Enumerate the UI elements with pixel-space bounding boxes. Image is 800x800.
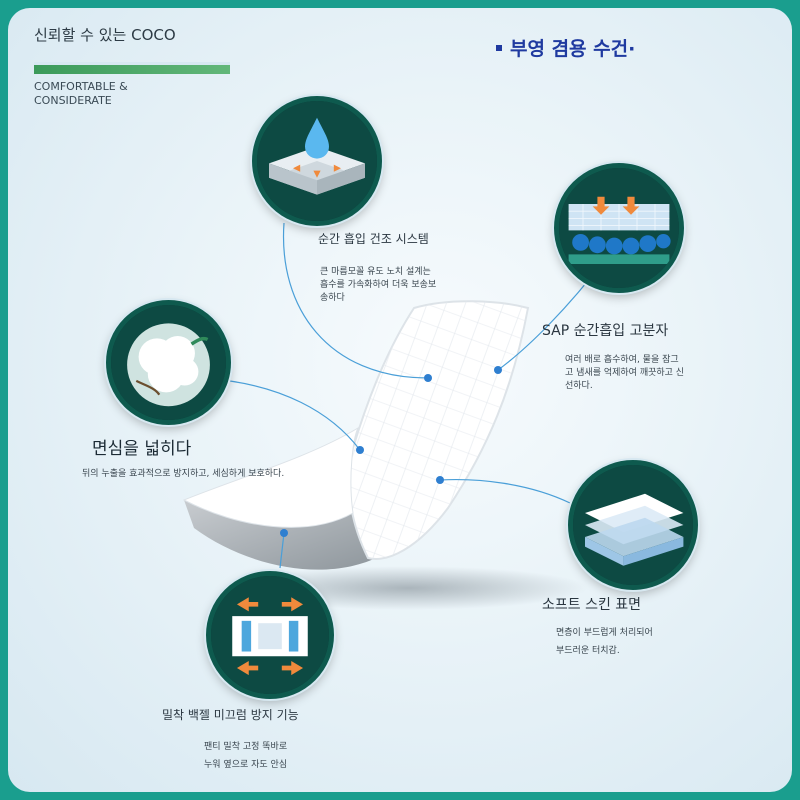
brand-title: 신뢰할 수 있는 COCO	[34, 26, 176, 44]
feature-desc-line: 부드러운 터치감.	[556, 646, 620, 656]
connector-line-5	[279, 532, 285, 569]
feature-desc-sap: 여러 배로 흡수하여, 물을 잠그 고 냄새를 억제하여 깨끗하고 신 선하다.	[565, 354, 684, 393]
feature-title-instant-dry: 순간 흡입 건조 시스템	[318, 232, 429, 246]
feature-desc-line: 흡수를 가속화하여 더욱 보송보	[320, 280, 437, 290]
feature-desc-line: 여러 배로 흡수하여, 물을 잠그	[565, 355, 679, 365]
feature-desc-line: 송하다	[320, 293, 345, 303]
soft-layers-icon	[568, 460, 698, 590]
feature-desc-adhesive: 팬티 밀착 고정 똑바로 누워 옆으로 자도 안심	[204, 738, 287, 774]
feature-desc-line: 누워 옆으로 자도 안심	[204, 760, 288, 770]
connector-dot-4	[436, 476, 444, 484]
sap-beads-icon	[554, 163, 684, 293]
adhesive-strip-icon	[206, 571, 334, 699]
brand-tagline-line1: COMFORTABLE &	[34, 80, 128, 93]
feature-desc-soft-skin: 면층이 부드럽게 처리되어 부드러운 터치감.	[556, 624, 653, 660]
feature-title-adhesive: 밀착 백젤 미끄럼 방지 기능	[162, 708, 299, 722]
headline: 부영 겸용 수건·	[496, 34, 635, 61]
brand-tagline-line2: CONSIDERATE	[34, 94, 112, 107]
connector-dot-1	[424, 374, 432, 382]
feature-title-sap: SAP 순간흡입 고분자	[542, 323, 669, 339]
feature-desc-line: 팬티 밀착 고정 똑바로	[204, 742, 288, 752]
feature-desc-line: 면층이 부드럽게 처리되어	[556, 628, 653, 638]
water-drop-absorb-icon	[252, 96, 382, 226]
connector-dot-2	[494, 366, 502, 374]
connector-line-4	[439, 479, 571, 504]
product-panel: 신뢰할 수 있는 COCO COMFORTABLE & CONSIDERATE …	[8, 8, 792, 792]
bullet-icon	[496, 44, 502, 51]
cotton-ball-icon	[106, 300, 231, 425]
connector-dot-3	[356, 446, 364, 454]
feature-desc-cotton: 뒤의 누출을 효과적으로 방지하고, 세심하게 보호하다.	[82, 468, 284, 481]
connector-line-3	[229, 380, 361, 451]
feature-desc-line: 뒤의 누출을 효과적으로 방지하고, 세심하게 보호하다.	[82, 469, 285, 479]
feature-desc-line: 선하다.	[565, 381, 593, 391]
brand-accent-bar	[34, 62, 230, 74]
headline-text: 부영 겸용 수건·	[510, 38, 636, 60]
pad-texture	[348, 301, 528, 559]
pad-side	[184, 500, 380, 570]
feature-title-soft-skin: 소프트 스킨 표면	[542, 597, 642, 613]
connector-dots	[280, 366, 502, 537]
pad-top	[347, 300, 530, 560]
feature-desc-instant-dry: 큰 마름모꼴 유도 노치 설계는 흡수를 가속화하여 더욱 보송보 송하다	[320, 266, 436, 305]
feature-desc-line: 큰 마름모꼴 유도 노치 설계는	[320, 267, 431, 277]
brand-tagline: COMFORTABLE & CONSIDERATE	[34, 80, 128, 108]
connector-dot-5	[280, 529, 288, 537]
feature-desc-line: 고 냄새를 억제하여 깨끗하고 신	[565, 368, 685, 378]
feature-title-cotton: 면심을 넓히다	[92, 439, 192, 459]
